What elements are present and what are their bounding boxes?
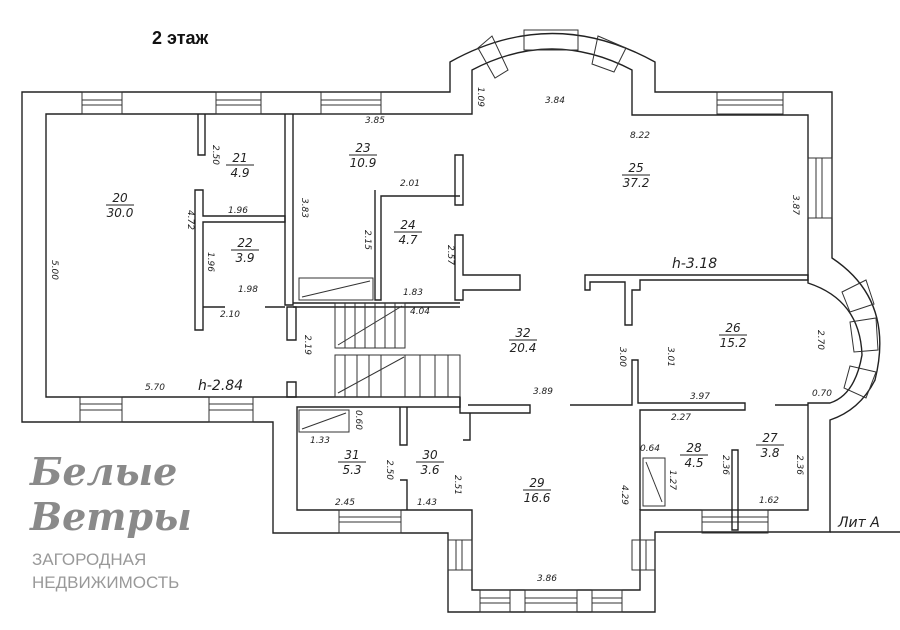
dimension-label: 1.43 — [417, 498, 437, 508]
dimension-label: 2.36 — [794, 455, 804, 475]
dimension-label: 1.83 — [403, 288, 423, 298]
room-number: 29 — [529, 476, 544, 490]
room-number: 25 — [628, 161, 643, 175]
room-area: 16.6 — [524, 491, 551, 505]
dimension-label: 3.85 — [365, 116, 385, 126]
dimension-label: 1.62 — [759, 496, 779, 506]
dimension-label: 3.89 — [533, 387, 553, 397]
room-label: 315.3 — [338, 448, 366, 477]
room-area: 3.8 — [760, 446, 779, 460]
dimension-label: 2.51 — [452, 475, 462, 495]
dimension-label: 2.01 — [400, 179, 420, 189]
logo-tagline2: НЕДВИЖИМОСТЬ — [32, 573, 179, 592]
room-area: 10.9 — [350, 156, 377, 170]
room-number: 24 — [400, 218, 415, 232]
dimension-label: 2.70 — [815, 330, 825, 350]
letter-label: Лит A — [837, 515, 880, 531]
room-label: 244.7 — [394, 218, 422, 247]
dimension-label: 2.50 — [384, 460, 394, 480]
room-area: 20.4 — [510, 341, 537, 355]
dimension-label: 2.45 — [335, 498, 355, 508]
dimension-label: 1.98 — [238, 285, 258, 295]
dimension-label: 3.97 — [690, 392, 710, 402]
room-number: 21 — [232, 151, 247, 165]
room-number: 26 — [725, 321, 741, 335]
dimension-label: 4.04 — [410, 307, 430, 317]
room-label: 223.9 — [231, 236, 259, 265]
dimension-label: 1.96 — [205, 252, 215, 272]
dimension-label: 2.50 — [210, 145, 220, 165]
windows — [79, 29, 879, 613]
dimension-label: 1.96 — [228, 206, 248, 216]
dimension-label: 2.15 — [362, 230, 372, 250]
dimension-label: 3.00 — [617, 347, 627, 367]
room-number: 23 — [355, 141, 370, 155]
room-number: 20 — [112, 191, 128, 205]
room-label: 284.5 — [680, 441, 708, 470]
dimension-label: 1.09 — [475, 87, 485, 107]
room-number: 31 — [344, 448, 359, 462]
room-label: 273.8 — [756, 431, 784, 460]
logo-line1: Белые — [29, 449, 177, 494]
dimension-label: 3.86 — [537, 574, 557, 584]
room-number: 27 — [762, 431, 778, 445]
dimension-label: 2.10 — [220, 310, 240, 320]
room-number: 30 — [422, 448, 438, 462]
dimension-label: 1.33 — [310, 436, 330, 446]
room-label: 303.6 — [416, 448, 444, 477]
logo-line2: Ветры — [29, 494, 192, 539]
room-label: 214.9 — [226, 151, 254, 180]
room-area: 37.2 — [623, 176, 650, 190]
room-number: 28 — [686, 441, 702, 455]
dimension-label: 2.57 — [445, 245, 455, 265]
staircase — [298, 277, 666, 507]
dimension-label: 0.70 — [812, 389, 832, 399]
dimension-label: 3.87 — [790, 195, 800, 215]
dimension-label: 8.22 — [630, 131, 650, 141]
room-number: 22 — [237, 236, 252, 250]
watermark-logo: Белые Ветры ЗАГОРОДНАЯ НЕДВИЖИМОСТЬ — [29, 449, 192, 592]
room-area: 30.0 — [107, 206, 134, 220]
logo-tagline1: ЗАГОРОДНАЯ — [32, 550, 146, 569]
dimension-label: 3.84 — [545, 96, 565, 106]
dimension-label: 2.36 — [720, 455, 730, 475]
room-number: 32 — [515, 326, 530, 340]
dimension-label: 0.64 — [640, 444, 660, 454]
room-area: 5.3 — [342, 463, 361, 477]
dimension-label: 1.27 — [667, 470, 677, 490]
dimension-label: 3.01 — [665, 347, 675, 367]
outer-walls — [21, 32, 900, 613]
dimension-label: 2.27 — [671, 413, 691, 423]
room-area: 3.9 — [235, 251, 254, 265]
room-area: 4.7 — [398, 233, 417, 247]
room-area: 3.6 — [420, 463, 439, 477]
dimension-labels: 3.85 2.50 2.01 1.96 4.72 3.83 1.96 1.98 2.15 2.57… — [49, 87, 832, 584]
dimension-label: 5.00 — [49, 260, 59, 280]
dimension-label: 4.29 — [619, 485, 629, 505]
ceiling-height-right: h-3.18 — [672, 256, 717, 272]
dimension-label: 2.19 — [302, 335, 312, 355]
dimension-label: 0.60 — [353, 410, 363, 430]
dimension-label: 4.72 — [185, 210, 195, 230]
dimension-label: 3.83 — [299, 198, 309, 218]
room-area: 4.5 — [684, 456, 703, 470]
interior-walls — [194, 114, 809, 531]
ceiling-height-left: h-2.84 — [198, 378, 243, 394]
room-area: 15.2 — [720, 336, 747, 350]
floor-title: 2 этаж — [152, 28, 209, 48]
room-area: 4.9 — [230, 166, 249, 180]
dimension-label: 5.70 — [145, 383, 165, 393]
